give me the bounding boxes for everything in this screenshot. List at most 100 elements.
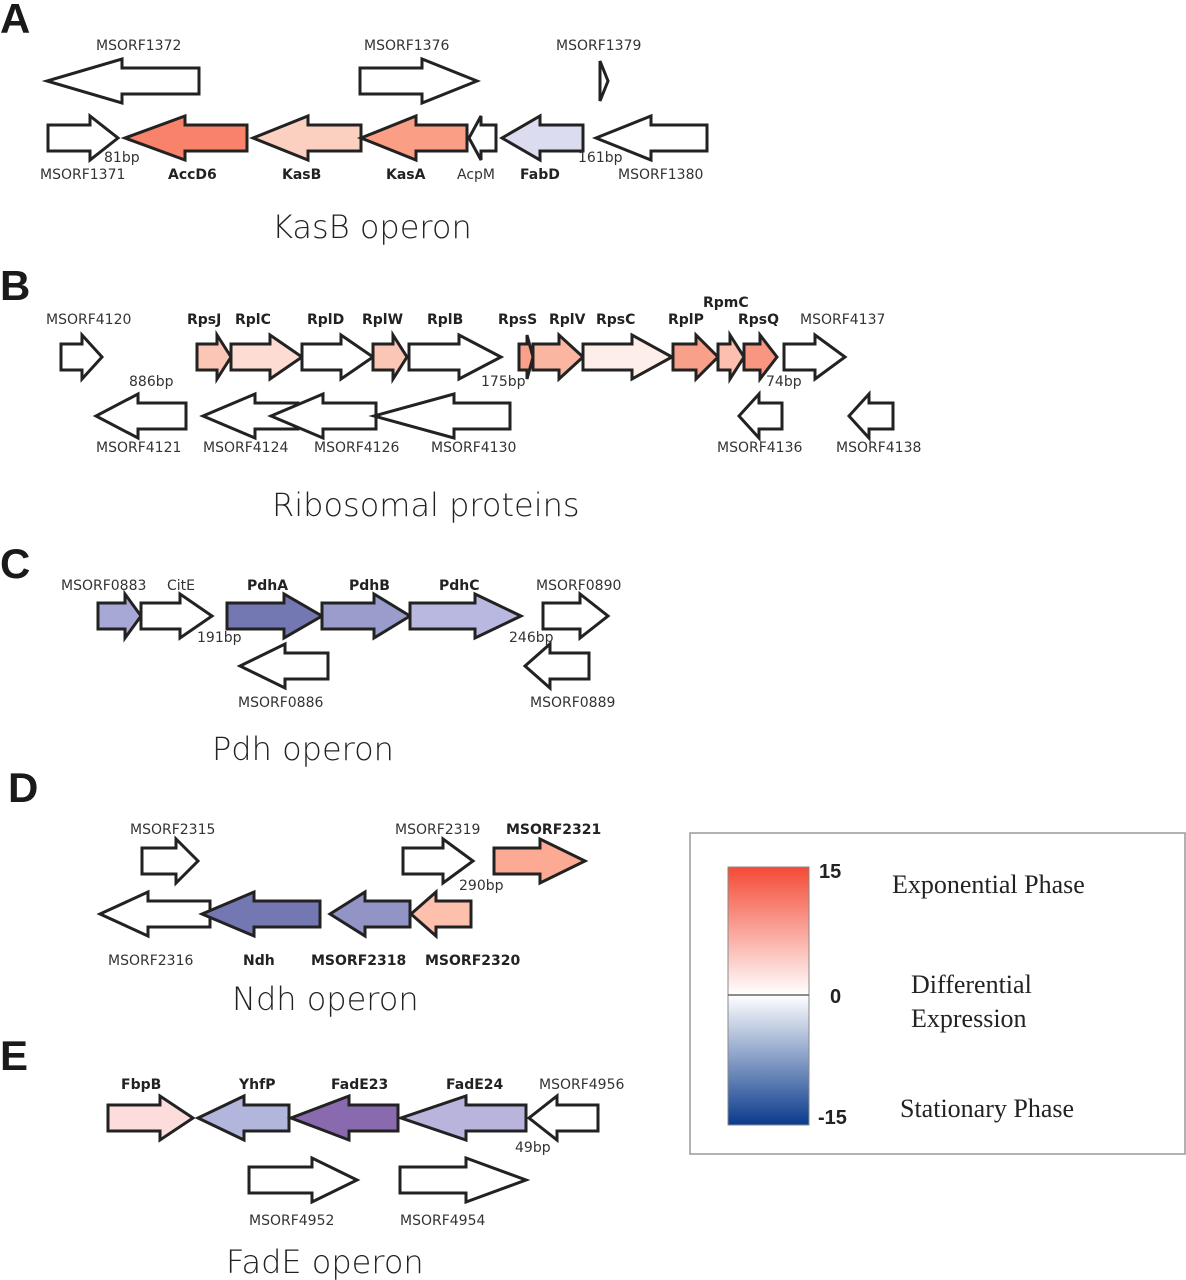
gene-label-fade24: FadE24 [446, 1077, 504, 1093]
legend-mid-text-2: Expression [911, 1004, 1027, 1033]
gene-arrow-pdha [225, 591, 325, 641]
panel-title-e: FadE operon [226, 1243, 424, 1280]
gene-arrow-fbpb [106, 1093, 196, 1143]
spacer-label: 161bp [578, 150, 623, 166]
gene-arrow-rplv [531, 331, 586, 383]
gene-label-rplw: RplW [362, 312, 403, 328]
legend-max-label: 15 [819, 861, 841, 883]
spacer-label: 175bp [481, 374, 526, 390]
gene-label-rplb: RplB [427, 312, 463, 328]
gene-label-pdhb: PdhB [349, 578, 390, 594]
gene-label-msorf0883: MSORF0883 [61, 578, 146, 594]
gene-label-msorf2318: MSORF2318 [311, 953, 406, 969]
gene-arrow-msorf2318 [327, 889, 412, 939]
gene-arrow-msorf4136 [736, 390, 784, 442]
gene-label-pdha: PdhA [247, 578, 288, 594]
legend-mid-text-1: Differential [911, 970, 1032, 999]
gene-label-yhfp: YhfP [238, 1077, 275, 1093]
gene-arrow-msorf1371 [46, 112, 121, 164]
panel-letter-a: A [0, 0, 30, 42]
panel-title-b: Ribosomal proteins [272, 486, 580, 524]
gene-label-msorf4956: MSORF4956 [539, 1077, 624, 1093]
gene-label-fade23: FadE23 [331, 1077, 388, 1093]
gene-arrow-msorf0889 [522, 640, 591, 692]
gene-label-rpss: RpsS [498, 312, 537, 328]
gene-arrow-msorf1379 [598, 60, 610, 102]
gene-label-msorf2321: MSORF2321 [506, 822, 601, 838]
gene-label-msorf4121: MSORF4121 [96, 440, 181, 456]
gene-label-rpld: RplD [307, 312, 344, 328]
gene-arrow-msorf2316 [96, 889, 212, 939]
gene-label-msorf0886: MSORF0886 [238, 695, 323, 711]
spacer-label: 191bp [197, 630, 242, 646]
gene-arrow-msorf4956 [526, 1092, 600, 1144]
gene-arrow-msorf4954 [398, 1155, 531, 1205]
gene-label-msorf4120: MSORF4120 [46, 312, 131, 328]
gene-arrow-msorf2319 [401, 836, 476, 886]
gene-label-msorf2316: MSORF2316 [108, 953, 193, 969]
spacer-label: 81bp [104, 150, 140, 166]
gene-arrow-fabd [499, 113, 585, 163]
spacer-label: 886bp [129, 374, 174, 390]
legend-gradient-negative [727, 994, 810, 1126]
panel-letter-d: D [8, 764, 38, 811]
gene-arrow-kasa [356, 113, 469, 163]
gene-label-pdhc: PdhC [439, 578, 480, 594]
panel-title-d: Ndh operon [232, 980, 419, 1018]
gene-arrow-fade23 [286, 1093, 400, 1143]
panel-letter-b: B [0, 262, 30, 309]
gene-label-rpsc: RpsC [596, 312, 635, 328]
gene-arrow-msorf4124 [199, 391, 300, 441]
gene-arrow-msorf2321 [492, 836, 589, 886]
spacer-label: 290bp [459, 878, 504, 894]
gene-label-rpmc: RpmC [703, 295, 749, 311]
legend-mid-label: 0 [830, 986, 841, 1008]
gene-arrow-msorf2315 [140, 835, 201, 887]
gene-arrow-ndh [198, 889, 322, 939]
gene-arrow-msorf4120 [59, 331, 105, 383]
gene-arrow-yhfp [194, 1093, 291, 1143]
gene-label-msorf4124: MSORF4124 [203, 440, 288, 456]
gene-arrow-rpsj [195, 329, 233, 385]
gene-arrow-cite [139, 591, 215, 641]
gene-arrow-msorf0890 [541, 590, 611, 642]
gene-arrow-rpmc [716, 329, 746, 385]
gene-label-msorf1372: MSORF1372 [96, 38, 181, 54]
panel-letter-e: E [0, 1032, 28, 1079]
gene-arrow-msorf4130 [368, 392, 512, 440]
legend-bottom-text: Stationary Phase [900, 1094, 1074, 1123]
gene-label-rpsj: RpsJ [187, 312, 221, 328]
gene-label-msorf1371: MSORF1371 [40, 167, 125, 183]
gene-label-rpsq: RpsQ [738, 312, 779, 328]
gene-label-acpm: AcpM [457, 167, 495, 183]
gene-label-rplv: RplV [549, 312, 586, 328]
spacer-label: 49bp [515, 1140, 551, 1156]
gene-arrow-rpsc [581, 332, 676, 382]
gene-arrow-fade24 [396, 1093, 528, 1143]
gene-arrow-msorf4126 [267, 391, 378, 441]
gene-arrow-msorf0883 [96, 589, 143, 643]
gene-label-msorf4138: MSORF4138 [836, 440, 921, 456]
gene-label-msorf1376: MSORF1376 [364, 38, 449, 54]
gene-arrow-msorf1380 [591, 113, 709, 163]
gene-label-rplc: RplC [235, 312, 271, 328]
gene-arrow-msorf2320 [408, 888, 473, 940]
gene-arrow-msorf4121 [92, 391, 188, 441]
gene-label-msorf2319: MSORF2319 [395, 822, 480, 838]
gene-label-msorf2320: MSORF2320 [425, 953, 520, 969]
gene-arrow-rplb [407, 332, 505, 382]
spacer-label: 246bp [509, 630, 554, 646]
gene-label-rplp: RplP [668, 312, 704, 328]
gene-label-msorf4130: MSORF4130 [431, 440, 516, 456]
gene-arrows [41, 56, 895, 1205]
gene-arrow-rpld [300, 332, 376, 382]
legend-top-text: Exponential Phase [892, 870, 1085, 899]
gene-arrow-rpss [517, 334, 535, 380]
gene-arrow-pdhc [408, 591, 525, 641]
gene-arrow-accd6 [120, 113, 249, 163]
gene-arrow-kasb [248, 113, 363, 163]
gene-arrow-rplc [229, 332, 305, 382]
gene-label-cite: CitE [167, 578, 195, 594]
